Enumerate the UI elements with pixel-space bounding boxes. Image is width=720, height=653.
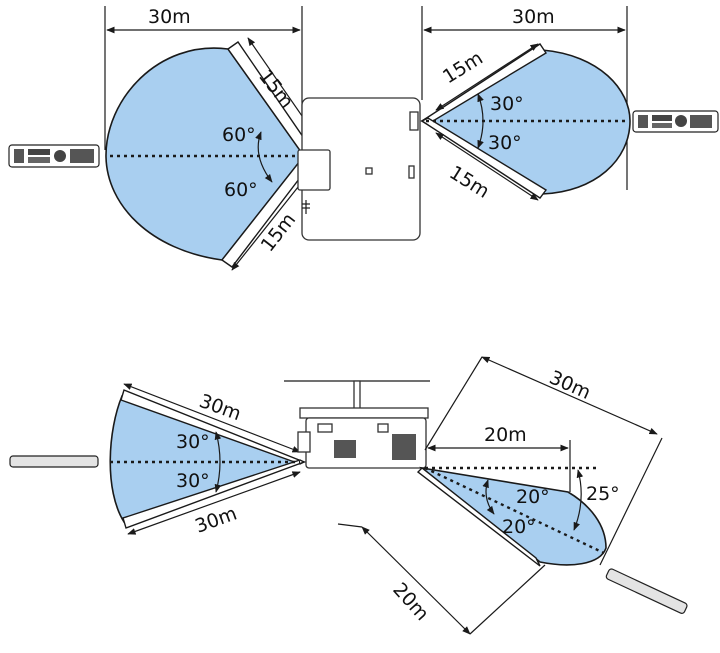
top-left-lower-angle-label: 60°	[224, 179, 258, 201]
remote-control-side-icon-right	[605, 568, 688, 614]
remote-control-icon	[8, 144, 100, 168]
bottom-left-zone	[109, 394, 307, 523]
bottom-left-upper-edge-label: 30m	[196, 390, 244, 425]
top-right-range: 30m 15m 15m 30° 30°	[420, 6, 631, 203]
top-left-upper-angle-label: 60°	[222, 124, 256, 146]
bottom-right-horizontal-label: 20m	[484, 424, 527, 446]
projector-icon	[297, 97, 421, 241]
projector-side-icon	[284, 380, 430, 469]
bottom-right-upper-angle-label: 20°	[516, 486, 550, 508]
top-left-width-label: 30m	[148, 6, 191, 28]
bottom-left-range: 30m 30m 30° 30°	[109, 383, 307, 538]
bottom-left-lower-angle-label: 30°	[176, 470, 210, 492]
top-right-upper-angle-label: 30°	[490, 93, 524, 115]
bottom-right-diagonal-label: 20m	[388, 579, 433, 625]
bottom-right-range: 30m 20m 20° 20° 25° 20m	[337, 356, 663, 635]
top-right-lower-edge-label: 15m	[445, 162, 493, 203]
bottom-right-outer-label: 30m	[546, 366, 594, 403]
top-right-width-label: 30m	[512, 6, 555, 28]
bottom-right-tilt-angle-label: 25°	[586, 483, 620, 505]
remote-control-icon-right	[632, 110, 719, 133]
bottom-left-upper-angle-label: 30°	[176, 431, 210, 453]
bottom-right-lower-angle-label: 20°	[502, 516, 536, 538]
top-right-lower-angle-label: 30°	[488, 132, 522, 154]
remote-control-side-icon	[9, 455, 99, 468]
top-left-range: 30m 15m 15m 60° 60°	[104, 6, 319, 271]
